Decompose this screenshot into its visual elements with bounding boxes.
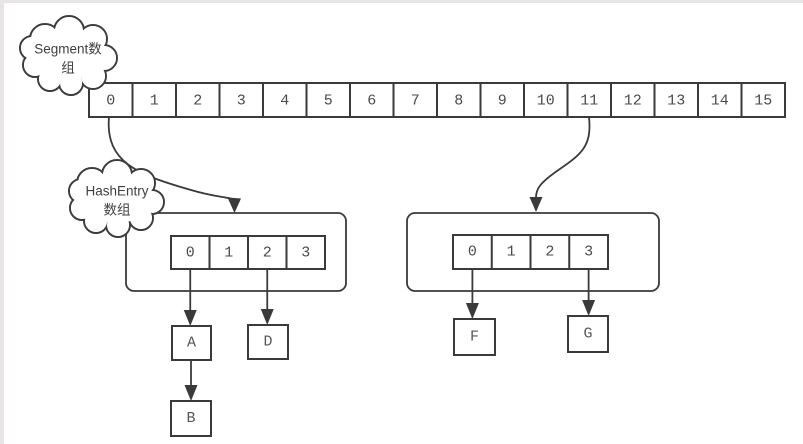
- entry-node-G: G: [567, 315, 609, 353]
- concurrenthashmap-structure-diagram: 0 1 2 3 4 5 6 7 8 9 10 11 12 13 14 15 0 …: [19, 15, 786, 437]
- hash-cell-label: 1: [507, 244, 516, 261]
- segment-cloud-label-line1: Segment数: [34, 42, 102, 57]
- segment-cell-label: 3: [237, 93, 246, 110]
- segment-cell-label: 13: [667, 93, 685, 110]
- arrow-segment0-to-left-bucket: [107, 116, 241, 213]
- hash-cell-label: 1: [224, 245, 233, 262]
- segment-cell-label: 4: [280, 93, 289, 110]
- arrow-A-to-B: [184, 360, 198, 401]
- segment-array: 0 1 2 3 4 5 6 7 8 9 10 11 12 13 14 15: [88, 82, 786, 118]
- entry-node-label: B: [186, 410, 195, 427]
- segment-cell-label: 14: [711, 93, 729, 110]
- hashentry-cloud-label-line1: HashEntry: [85, 184, 148, 199]
- entry-node-label: A: [187, 335, 196, 352]
- entry-node-label: D: [263, 334, 272, 351]
- segment-cell-label: 6: [367, 93, 376, 110]
- segment-cell-label: 12: [624, 93, 642, 110]
- entry-node-F: F: [453, 318, 496, 356]
- segment-cell-label: 15: [754, 93, 772, 110]
- arrow-leftcell2-to-D: [260, 269, 274, 325]
- segment-cell-label: 0: [106, 93, 115, 110]
- cloud-icon: [19, 15, 118, 96]
- arrow-rightcell3-to-G: [582, 269, 596, 316]
- entry-node-D: D: [247, 324, 289, 360]
- arrowhead-icon: [183, 310, 197, 326]
- arrow-curve: [535, 116, 591, 200]
- arrow-segment11-to-right-bucket: [529, 116, 591, 212]
- entry-node-box: [247, 324, 289, 360]
- hash-cell-label: 3: [584, 244, 593, 261]
- arrow-leftcell0-to-A: [183, 269, 197, 326]
- entry-node-label: F: [470, 329, 479, 346]
- arrow-curve: [107, 116, 235, 201]
- hashentry-cloud-callout: HashEntry 数组: [68, 159, 165, 238]
- segment-cell-label: 2: [193, 93, 202, 110]
- segment-cloud-callout: Segment数 组: [19, 15, 118, 96]
- left-bucket: 0 1 2 3: [125, 212, 347, 292]
- entry-node-A: A: [171, 325, 212, 361]
- hash-cell-label: 2: [545, 244, 554, 261]
- arrowhead-icon: [529, 197, 543, 212]
- hash-cell-label: 3: [301, 245, 310, 262]
- segment-cell-label: 11: [580, 93, 598, 110]
- arrow-rightcell0-to-F: [465, 269, 479, 319]
- hashentry-cloud-label-line2: 数组: [104, 203, 131, 218]
- cloud-icon: [68, 159, 165, 238]
- hash-cell-label: 2: [263, 245, 272, 262]
- arrowhead-icon: [582, 300, 596, 316]
- arrowhead-icon: [260, 309, 274, 325]
- entry-node-box: [171, 325, 212, 361]
- hash-cell-label: 0: [468, 244, 477, 261]
- segment-cell-label: 8: [454, 93, 463, 110]
- arrowhead-icon: [227, 197, 241, 213]
- hash-cell-label: 0: [186, 245, 195, 262]
- arrowhead-icon: [184, 385, 198, 401]
- segment-cell-label: 7: [411, 93, 420, 110]
- segment-cell-label: 9: [498, 93, 507, 110]
- arrowhead-icon: [465, 303, 479, 319]
- segment-cell-label: 5: [324, 93, 333, 110]
- right-bucket: 0 1 2 3: [406, 212, 660, 292]
- segment-cloud-label-line2: 组: [61, 61, 75, 76]
- entry-node-box: [170, 400, 212, 437]
- segment-cell-label: 10: [537, 93, 555, 110]
- entry-node-box: [453, 318, 496, 356]
- segment-cell-label: 1: [150, 93, 159, 110]
- entry-node-box: [567, 315, 609, 353]
- entry-node-label: G: [583, 326, 592, 343]
- entry-node-B: B: [170, 400, 212, 437]
